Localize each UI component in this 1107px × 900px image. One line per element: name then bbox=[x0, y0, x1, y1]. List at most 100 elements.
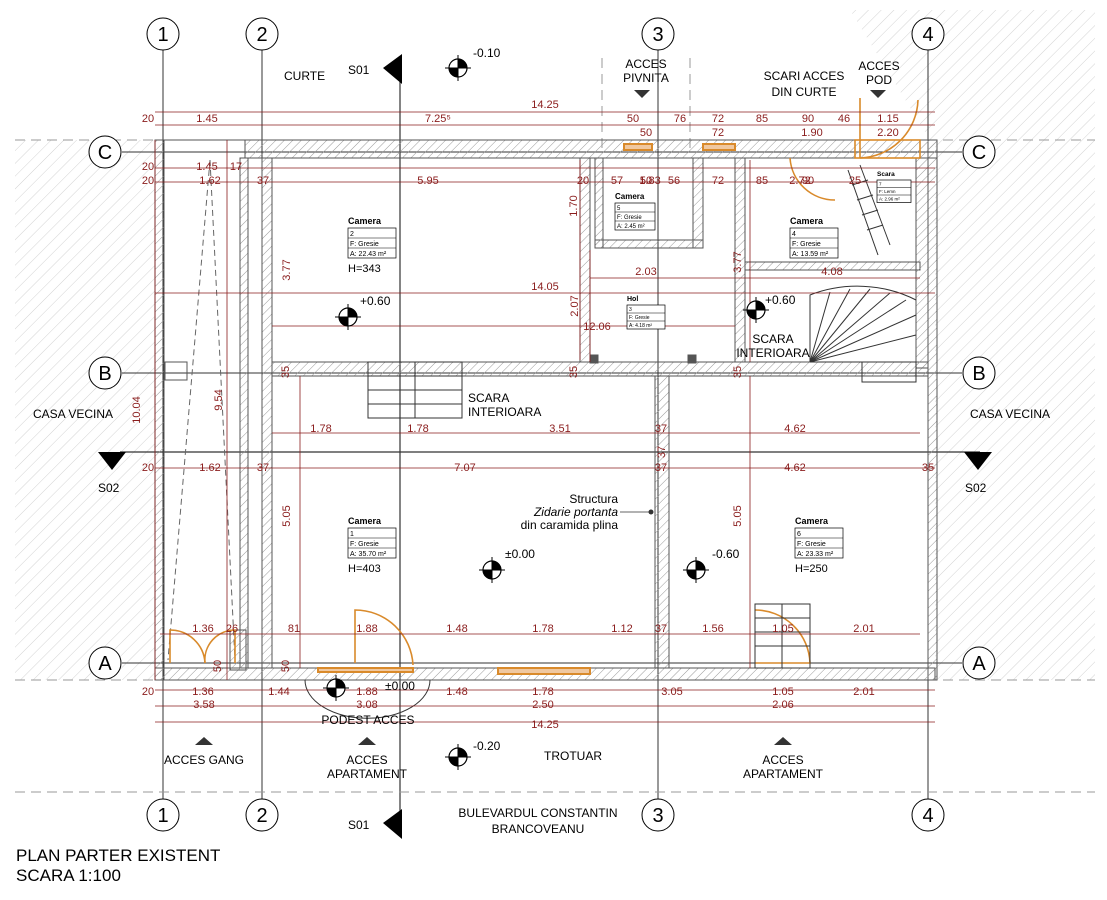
label-acces-gang: ACCES GANG bbox=[164, 753, 244, 767]
room-name-r3: Hol bbox=[627, 296, 638, 303]
dim-mid-total-0: 14.05 bbox=[531, 281, 559, 293]
arrow-acces-apart-right bbox=[774, 737, 792, 745]
plan-labels: CURTE ACCES PIVNITA SCARI ACCES DIN CURT… bbox=[33, 57, 1050, 836]
dim-a-row2-0: 20 bbox=[142, 686, 154, 698]
grid-col-3-top: 3 bbox=[641, 17, 675, 51]
dim-a-row1-3: 1.88 bbox=[356, 623, 377, 635]
arrow-acces-gang bbox=[195, 737, 213, 745]
dim-a-row3-2: 2.50 bbox=[532, 699, 553, 711]
dim-a-row1-5: 1.78 bbox=[532, 623, 553, 635]
dim-top-row1-3: 50 bbox=[627, 113, 639, 125]
room-num-r4: 4 bbox=[792, 231, 796, 238]
dim-c-row1-2: 17 bbox=[230, 161, 242, 173]
level-marker-street: -0.20 bbox=[445, 739, 501, 770]
label-scara-mid-2: INTERIOARA bbox=[468, 405, 541, 419]
dim-a-row2-6: 3.05 bbox=[661, 686, 682, 698]
dim-c-row3-0: 1.83 bbox=[639, 175, 660, 187]
grid-row-c-right: C bbox=[962, 135, 996, 169]
grid-row-a-left-label: A bbox=[98, 653, 112, 675]
grid-row-a-left: A bbox=[88, 646, 122, 680]
dim-top-row1-9: 1.15 bbox=[877, 113, 898, 125]
label-scara-right-1: SCARA bbox=[752, 332, 793, 346]
dim-top-row1-2: 7.25⁵ bbox=[425, 113, 451, 125]
dim-vertical-11: 37 bbox=[656, 446, 668, 458]
room-num-r6: 6 bbox=[797, 531, 801, 538]
room-height-r6: H=250 bbox=[795, 563, 828, 575]
room-area-r3: A: 4.18 m² bbox=[629, 323, 652, 329]
section-s02-right-label: S02 bbox=[965, 481, 987, 495]
grid-row-c-left: C bbox=[88, 135, 122, 169]
grid-col-1-top: 1 bbox=[146, 17, 180, 51]
room-area-r2: A: 22.43 m² bbox=[350, 251, 387, 258]
structura-leader-dot bbox=[648, 509, 654, 515]
section-s01-top-arrow bbox=[383, 54, 402, 84]
grid-col-3-top-label: 3 bbox=[652, 24, 663, 46]
dim-top-row1-5: 72 bbox=[712, 113, 724, 125]
podest-arc bbox=[304, 679, 431, 719]
dim-top-row2-1: 72 bbox=[712, 127, 724, 139]
dim-a-row3-3: 2.06 bbox=[772, 699, 793, 711]
dim-a-row2-8: 2.01 bbox=[853, 686, 874, 698]
dim-a-row1-4: 1.48 bbox=[446, 623, 467, 635]
dim-c-row2-9: 85 bbox=[756, 175, 768, 187]
dim-vertical-6: 5.05 bbox=[281, 505, 293, 526]
level-text-street: -0.20 bbox=[473, 739, 501, 753]
room-box-r6 bbox=[794, 527, 844, 559]
dim-b-row-2: 3.51 bbox=[549, 423, 570, 435]
dim-c-row2-10: 90 bbox=[802, 175, 814, 187]
dim-a-row1-8: 1.56 bbox=[702, 623, 723, 635]
room-box-r2 bbox=[347, 227, 397, 259]
level-fill-b-room2 bbox=[339, 317, 348, 326]
dim-c-row2-2: 37 bbox=[257, 175, 269, 187]
grid-col-4-top-label: 4 bbox=[922, 24, 933, 46]
label-acces-apart-left-1: ACCES bbox=[346, 753, 387, 767]
label-casa-vecina-left: CASA VECINA bbox=[33, 407, 113, 421]
room-area-r7: A: 2.96 m² bbox=[879, 197, 900, 202]
room-area-r4: A: 13.59 m² bbox=[792, 251, 829, 258]
level-fill-a-street bbox=[458, 748, 467, 757]
grid-row-b-right-label: B bbox=[972, 363, 985, 385]
dim-c-row2-6: 50 bbox=[640, 175, 652, 187]
dim-c-row1-0: 20 bbox=[142, 161, 154, 173]
room-name-r2: Camera bbox=[348, 216, 382, 226]
grid-col-2-bottom: 2 bbox=[245, 798, 279, 832]
dim-vertical-0: 10.04 bbox=[131, 396, 143, 424]
room-num-r2: 2 bbox=[350, 231, 354, 238]
dim-a-row2-3: 1.88 bbox=[356, 686, 377, 698]
level-fill-b-room6 bbox=[687, 570, 696, 579]
dim-s02-row-4: 37 bbox=[655, 462, 667, 474]
grid-col-3-bottom: 3 bbox=[641, 798, 675, 832]
label-curte: CURTE bbox=[284, 69, 325, 83]
label-trotuar: TROTUAR bbox=[544, 749, 602, 763]
room-area-r1: A: 35.70 m² bbox=[350, 551, 387, 558]
room-num-r5: 5 bbox=[617, 206, 621, 212]
grid-row-a-right: A bbox=[962, 646, 996, 680]
drawing-title: PLAN PARTER EXISTENT SCARA 1:100 bbox=[16, 846, 220, 886]
label-casa-vecina-right: CASA VECINA bbox=[970, 407, 1050, 421]
dim-b-row-3: 37 bbox=[655, 423, 667, 435]
label-bulevard-2: BRANCOVEANU bbox=[492, 822, 585, 836]
dim-s02-row-2: 37 bbox=[257, 462, 269, 474]
room-box-r5 bbox=[614, 202, 656, 231]
section-s01-top-label: S01 bbox=[348, 63, 370, 77]
level-fill-b-entrance bbox=[327, 688, 336, 697]
dim-a-row2-1: 1.36 bbox=[192, 686, 213, 698]
level-text-room2: +0.60 bbox=[360, 294, 391, 308]
grid-col-4-bottom-label: 4 bbox=[922, 805, 933, 827]
neighbour-hatch bbox=[15, 10, 1095, 680]
label-scara-mid-1: SCARA bbox=[468, 391, 509, 405]
dim-mid-row1-1: 4.08 bbox=[821, 266, 842, 278]
grid-row-b-left-label: B bbox=[98, 363, 111, 385]
room-height-r1: H=403 bbox=[348, 563, 381, 575]
dim-top-row1-7: 90 bbox=[802, 113, 814, 125]
arrow-acces-pod bbox=[870, 90, 886, 98]
level-fill-b-street bbox=[449, 757, 458, 766]
dim-c-row3-1: 2.72 bbox=[789, 175, 810, 187]
